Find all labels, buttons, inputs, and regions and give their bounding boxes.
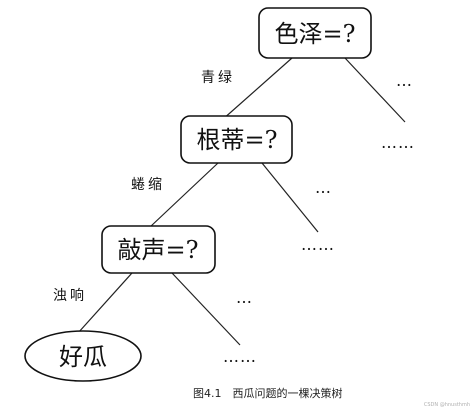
ellipsis-color-long: …… (381, 133, 415, 152)
node-color: 色泽=? (258, 7, 372, 59)
edge-label-curled: 蜷缩 (131, 177, 165, 193)
edge-color-to-other (344, 57, 406, 123)
edge-knock-to-other (171, 272, 241, 346)
ellipsis-color-short: … (396, 71, 413, 90)
ellipsis-root-short: … (315, 178, 332, 197)
ellipsis-knock-short: … (236, 288, 253, 307)
node-root: 根蒂=? (180, 115, 293, 164)
ellipsis-root-long: …… (301, 235, 335, 254)
tree-edges (77, 57, 406, 346)
node-color-label: 色泽=? (275, 20, 356, 48)
ellipsis-knock-long: …… (223, 347, 257, 366)
edge-label-green: 青绿 (201, 70, 235, 86)
leaf-good-melon-label: 好瓜 (59, 343, 107, 371)
edge-knock-to-good (77, 272, 133, 334)
figure-caption: 图4.1 西瓜问题的一棵决策树 (193, 386, 343, 400)
edge-root-to-other (261, 162, 319, 233)
watermark: CSDN @hnusthmh (424, 402, 470, 408)
leaf-good-melon: 好瓜 (24, 330, 142, 382)
edge-root-to-knock (149, 162, 219, 228)
edge-color-to-root (221, 57, 293, 121)
node-root-label: 根蒂=? (197, 126, 278, 154)
node-knock: 敲声=? (101, 225, 216, 274)
edge-label-dull: 浊响 (53, 288, 87, 304)
node-knock-label: 敲声=? (118, 236, 199, 264)
